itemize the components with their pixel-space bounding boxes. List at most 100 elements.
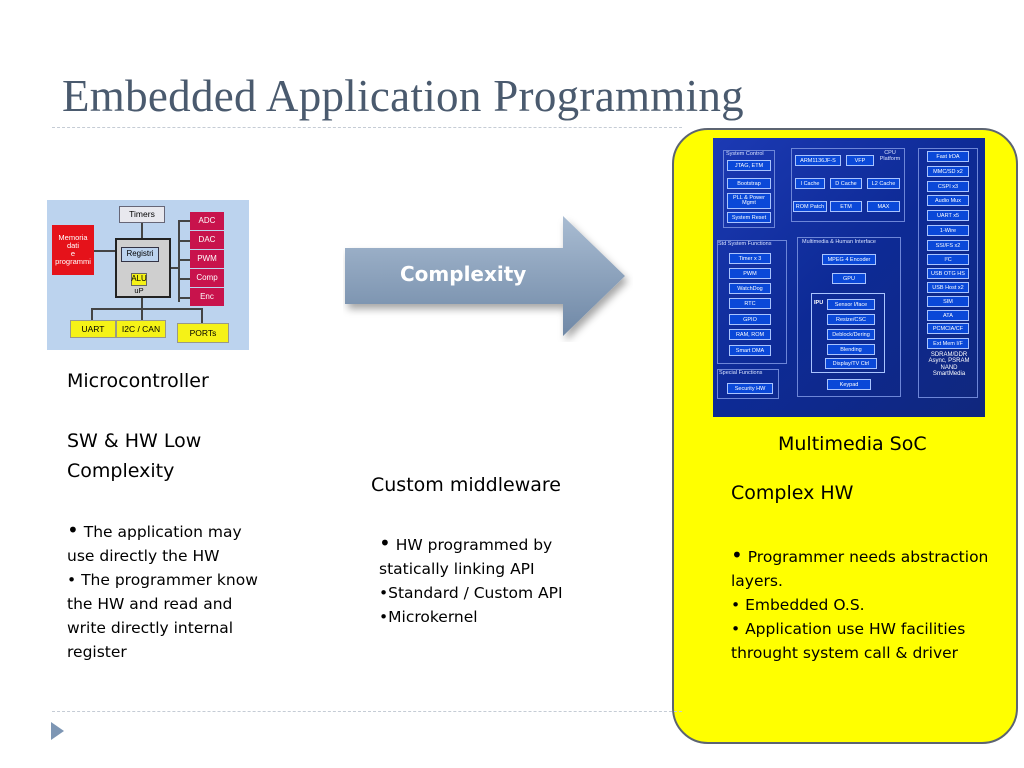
soc-block: PLL & Power Mgmt bbox=[727, 193, 771, 209]
soc-bullets: • Programmer needs abstraction layers. •… bbox=[731, 543, 991, 665]
memory-interfaces-text: SDRAM/DDR Async, PSRAM NAND SmartMedia bbox=[921, 352, 977, 377]
complexity-label: Complexity bbox=[400, 262, 527, 286]
multimedia-group bbox=[797, 237, 901, 397]
bullet-item: • Embedded O.S. bbox=[731, 596, 865, 614]
ports-block: PORTs bbox=[177, 323, 229, 343]
soc-block: Ext Mem I/F bbox=[927, 338, 969, 349]
soc-block: JTAG, ETM bbox=[727, 160, 771, 171]
soc-block: Bootstrap bbox=[727, 178, 771, 189]
cpu-platform-header: CPU Platform bbox=[879, 150, 901, 162]
bullet-text: HW programmed by statically linking API bbox=[379, 536, 553, 578]
soc-label: Multimedia SoC bbox=[778, 433, 927, 455]
memory-line-2: dati bbox=[66, 241, 80, 251]
system-control-header: System Control bbox=[726, 151, 764, 157]
microcontroller-label: Microcontroller bbox=[67, 370, 209, 392]
complexity-arrow bbox=[345, 216, 625, 336]
soc-block: VFP bbox=[846, 155, 874, 166]
microcontroller-bullets: • The application may use directly the H… bbox=[67, 518, 267, 664]
soc-block: GPU bbox=[832, 273, 866, 284]
soc-block: Deblock/Dering bbox=[827, 329, 875, 340]
registers-block: Registri bbox=[121, 247, 159, 262]
pwm-block: PWM bbox=[190, 250, 224, 268]
soc-block: ETM bbox=[830, 201, 862, 212]
alu-block: ALU bbox=[131, 273, 147, 286]
bullet-item: • The programmer know the HW and read an… bbox=[67, 571, 258, 661]
bullet-item: •Microkernel bbox=[379, 608, 478, 626]
low-complexity-label: SW & HW Low Complexity bbox=[67, 430, 202, 482]
soc-block: PCMCIA/CF bbox=[927, 323, 969, 334]
soc-block: UART x5 bbox=[927, 210, 969, 221]
soc-block: Blending bbox=[827, 344, 875, 355]
soc-block: USB Host x2 bbox=[927, 282, 969, 293]
soc-block: Timer x 3 bbox=[729, 253, 771, 264]
up-label: uP bbox=[134, 286, 144, 296]
soc-block: Resize/CSC bbox=[827, 314, 875, 325]
uart-block: UART bbox=[70, 320, 116, 338]
bullet-text: The application may use directly the HW bbox=[67, 523, 242, 565]
enc-block: Enc bbox=[190, 288, 224, 306]
slide-title: Embedded Application Programming bbox=[62, 71, 744, 121]
ipu-group bbox=[811, 293, 885, 373]
soc-block: Fast IrDA bbox=[927, 151, 969, 162]
bullet-item: •Standard / Custom API bbox=[379, 584, 563, 602]
soc-block: SIM bbox=[927, 296, 969, 307]
soc-block: RAM, ROM bbox=[729, 329, 771, 340]
bullet-item: • Programmer needs abstraction layers. bbox=[731, 543, 989, 590]
soc-block: USB OTG HS bbox=[927, 268, 969, 279]
soc-block: ROM Patch bbox=[793, 201, 827, 212]
cpu-platform-group bbox=[791, 148, 905, 222]
soc-block: CSPI x3 bbox=[927, 181, 969, 192]
soc-block: Security HW bbox=[727, 383, 773, 394]
soc-block: Keypad bbox=[827, 379, 871, 390]
soc-block-diagram: System Control JTAG, ETM Bootstrap PLL &… bbox=[713, 138, 985, 417]
soc-block: ARM1136JF-S bbox=[795, 155, 841, 166]
soc-block: Sensor I/face bbox=[827, 299, 875, 310]
std-system-group bbox=[717, 240, 787, 364]
memory-line-3: e bbox=[70, 249, 76, 258]
bullet-text: Programmer needs abstraction layers. bbox=[731, 548, 989, 590]
soc-block: RTC bbox=[729, 298, 771, 309]
soc-block: L2 Cache bbox=[867, 178, 900, 189]
system-control-group bbox=[723, 150, 775, 228]
memory-block: Memoria dati e programmi bbox=[52, 225, 94, 275]
soc-block: I Cache bbox=[795, 178, 825, 189]
memory-text-line: SDRAM/DDR bbox=[930, 352, 968, 358]
soc-block: 1-Wire bbox=[927, 225, 969, 236]
soc-block: MPEG 4 Encoder bbox=[822, 254, 876, 265]
soc-block: Display/TV Ctrl bbox=[825, 358, 877, 369]
multimedia-header: Multimedia & Human Interface bbox=[802, 239, 876, 245]
soc-block: ATA bbox=[927, 310, 969, 321]
soc-block: SSI/FS x2 bbox=[927, 240, 969, 251]
adc-block: ADC bbox=[190, 212, 224, 230]
timers-block: Timers bbox=[119, 206, 165, 223]
soc-block: Smart DMA bbox=[729, 345, 771, 356]
soc-block: WatchDog bbox=[729, 283, 771, 294]
memory-line-1: Memoria bbox=[58, 233, 88, 243]
complex-hw-label: Complex HW bbox=[731, 482, 854, 504]
ipu-header: IPU bbox=[814, 300, 824, 306]
play-icon bbox=[51, 722, 64, 740]
dac-block: DAC bbox=[190, 231, 224, 249]
soc-block: D Cache bbox=[830, 178, 862, 189]
microcontroller-diagram: Timers Memoria dati e programmi Registri… bbox=[47, 200, 249, 350]
soc-block: PWM bbox=[729, 268, 771, 279]
soc-block: MAX bbox=[867, 201, 900, 212]
title-divider bbox=[52, 127, 682, 128]
bullet-item: • The application may use directly the H… bbox=[67, 518, 242, 565]
special-functions-group bbox=[717, 369, 779, 399]
middleware-bullets: • HW programmed by statically linking AP… bbox=[379, 531, 584, 629]
middleware-label: Custom middleware bbox=[371, 474, 561, 496]
memory-text-line: Async, PSRAM bbox=[928, 358, 970, 365]
bullet-item: • Application use HW facilities throught… bbox=[731, 620, 966, 662]
comp-block: Comp bbox=[190, 269, 224, 287]
connectivity-group bbox=[918, 148, 978, 398]
memory-text-line: NAND bbox=[940, 364, 958, 371]
footer-divider bbox=[52, 711, 682, 712]
soc-block: Audio Mux bbox=[927, 195, 969, 206]
std-system-header: Std System Functions bbox=[718, 241, 772, 247]
special-functions-header: Special Functions bbox=[719, 370, 763, 376]
bullet-item: • HW programmed by statically linking AP… bbox=[379, 531, 553, 578]
soc-block: GPIO bbox=[729, 314, 771, 325]
soc-block: I²C bbox=[927, 254, 969, 265]
i2c-can-block: I2C / CAN bbox=[116, 320, 166, 338]
